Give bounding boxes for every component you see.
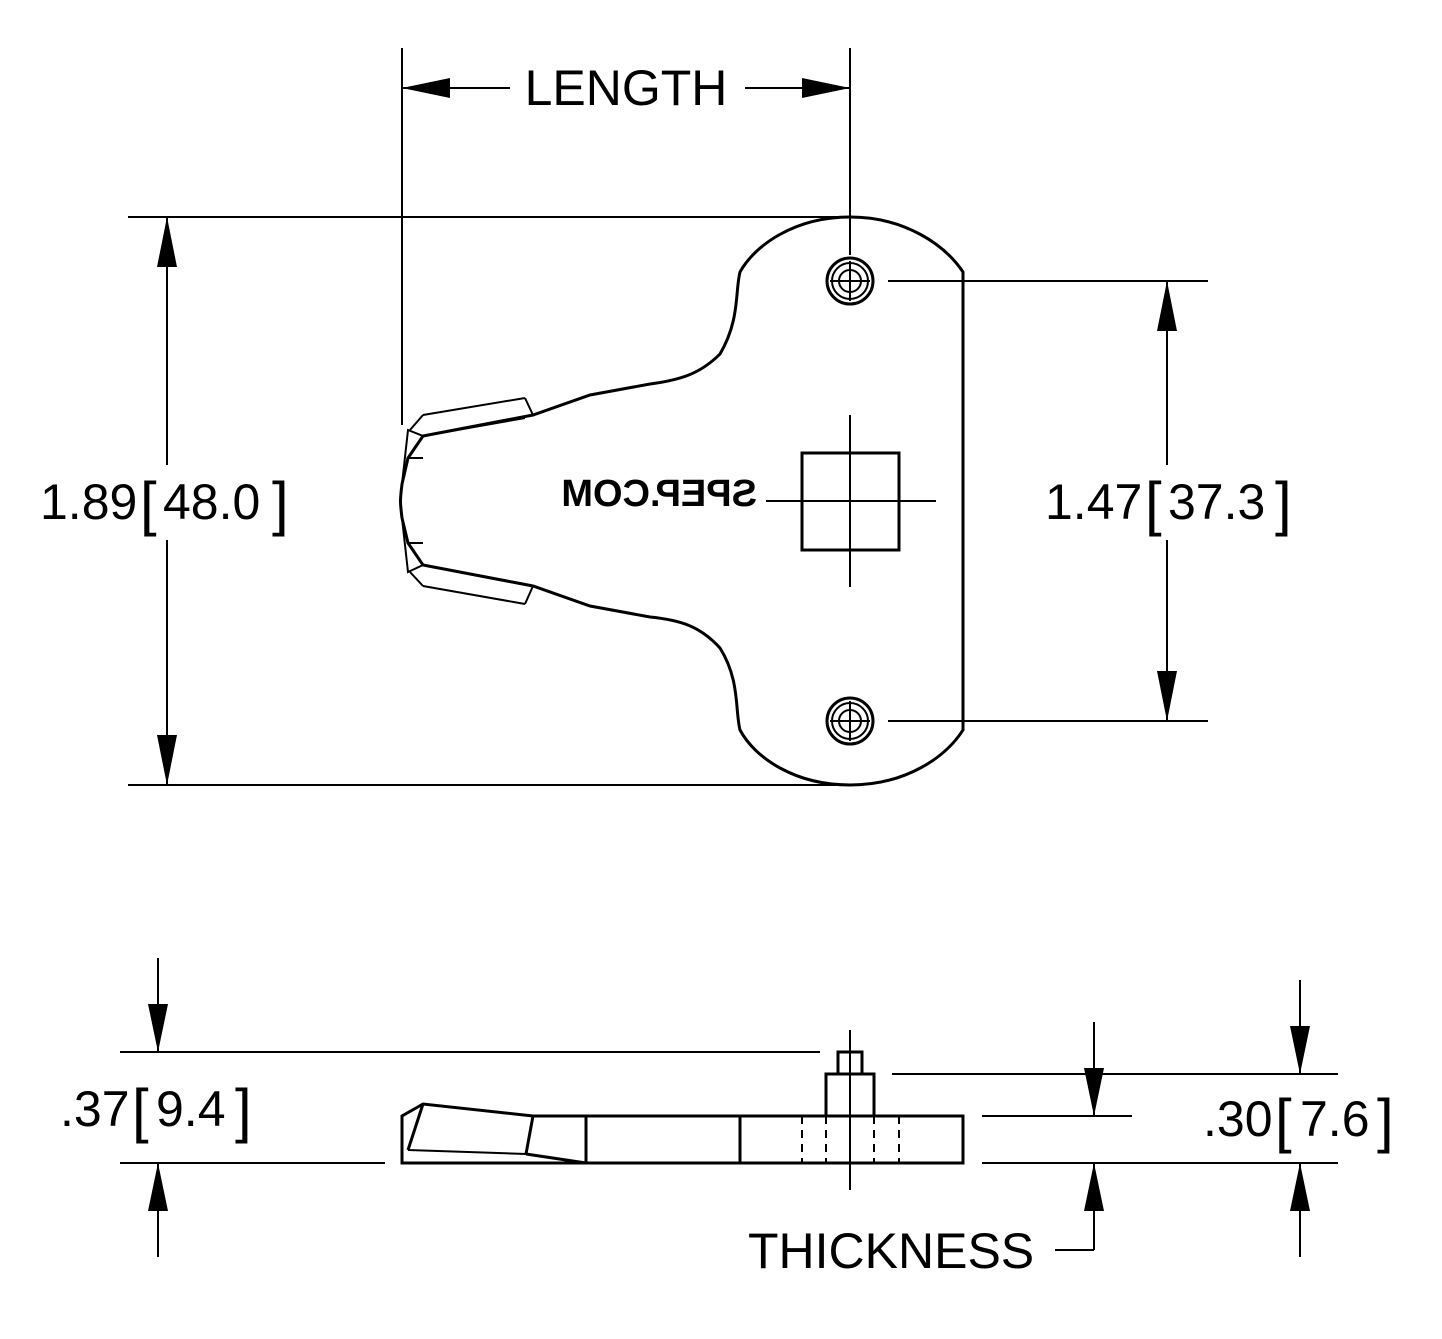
- length-label: LENGTH: [525, 60, 728, 116]
- overall-height-mm: 9.4: [156, 1081, 226, 1137]
- jaw-lower-detail: [401, 517, 591, 607]
- part-outline-top: [399, 215, 965, 787]
- overall-width-inch: 1.89: [40, 474, 137, 530]
- bracket-open: [: [132, 1077, 149, 1144]
- body-height-inch: .30: [1203, 1091, 1273, 1147]
- thickness-dimension: THICKNESS: [748, 1022, 1338, 1279]
- jaw-upper-detail: [401, 394, 591, 485]
- logo-text: SPEP.COM: [561, 473, 757, 515]
- overall-width-mm: 48.0: [163, 474, 260, 530]
- hole-upper: [825, 256, 875, 306]
- length-dimension: LENGTH: [401, 48, 851, 425]
- hole-spacing-dimension: 1.47 [ 37.3 ]: [888, 280, 1292, 722]
- square-boss: [766, 415, 936, 587]
- bracket-open: [: [140, 470, 157, 537]
- top-view: SPEP.COM LENGTH 1.89 [ 48.0 ]: [40, 48, 1292, 787]
- overall-width-dimension: 1.89 [ 48.0 ]: [40, 216, 850, 786]
- side-view: .37 [ 9.4 ] THICKNESS .30 [ 7.6 ]: [60, 958, 1394, 1279]
- bracket-close: ]: [1377, 1087, 1394, 1154]
- part-outline-side: [400, 1102, 965, 1165]
- bracket-close: ]: [272, 470, 289, 537]
- hole-lower: [825, 696, 875, 746]
- overall-height-dimension: .37 [ 9.4 ]: [60, 958, 820, 1257]
- body-height-mm: 7.6: [1300, 1091, 1370, 1147]
- bracket-close: ]: [235, 1077, 252, 1144]
- body-height-dimension: .30 [ 7.6 ]: [892, 980, 1394, 1257]
- side-pin: [801, 1030, 900, 1190]
- hole-spacing-inch: 1.47: [1045, 474, 1142, 530]
- bracket-open: [: [1145, 470, 1162, 537]
- hole-spacing-mm: 37.3: [1168, 474, 1265, 530]
- overall-height-inch: .37: [60, 1081, 130, 1137]
- bracket-open: [: [1275, 1087, 1292, 1154]
- thickness-label: THICKNESS: [748, 1223, 1034, 1279]
- bracket-close: ]: [1275, 470, 1292, 537]
